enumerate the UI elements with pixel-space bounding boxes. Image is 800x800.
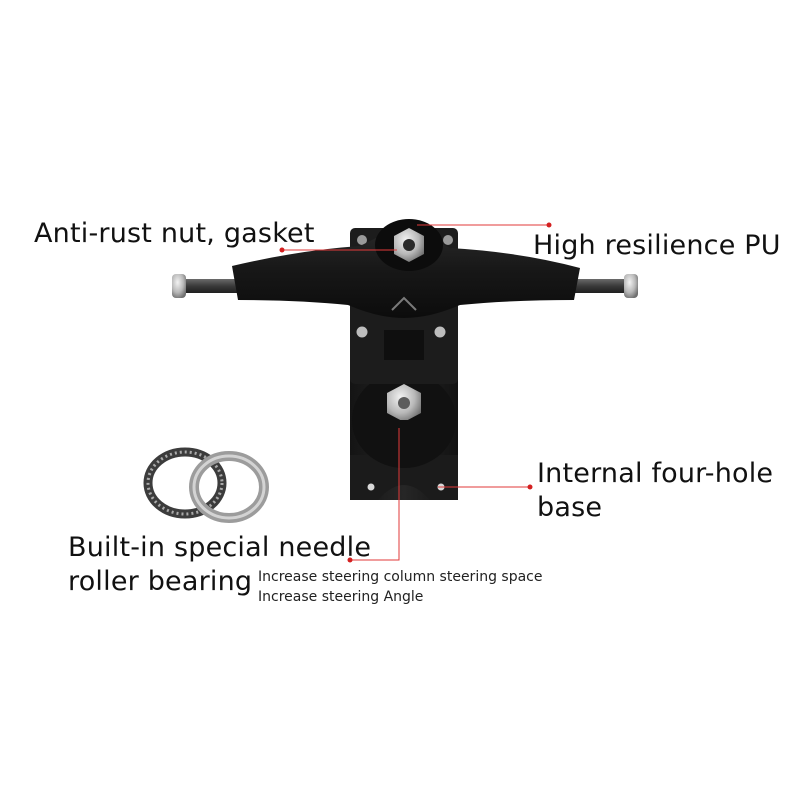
label-four-hole-base-line2: base xyxy=(537,492,603,523)
label-high-resilience-pu: High resilience PU xyxy=(533,230,781,261)
kingpin-nut-top xyxy=(375,219,443,271)
label-needle-bearing-line2: roller bearing xyxy=(68,566,253,597)
base-hole xyxy=(367,483,375,491)
axle-nut-right xyxy=(624,274,638,298)
axle-nut-left xyxy=(172,274,186,298)
leader-line-bearing xyxy=(350,428,400,561)
label-anti-rust-nut: Anti-rust nut, gasket xyxy=(34,218,315,249)
truck-hanger xyxy=(232,224,580,318)
needle-bearing-icon xyxy=(143,447,269,523)
label-needle-bearing-line1: Built-in special needle xyxy=(68,532,372,563)
note-steering-space: Increase steering column steering space xyxy=(258,569,543,585)
leader-lines xyxy=(282,224,549,561)
note-steering-angle: Increase steering Angle xyxy=(258,589,424,605)
label-four-hole-base-line1: Internal four-hole xyxy=(537,458,774,489)
leader-dots xyxy=(279,222,552,563)
